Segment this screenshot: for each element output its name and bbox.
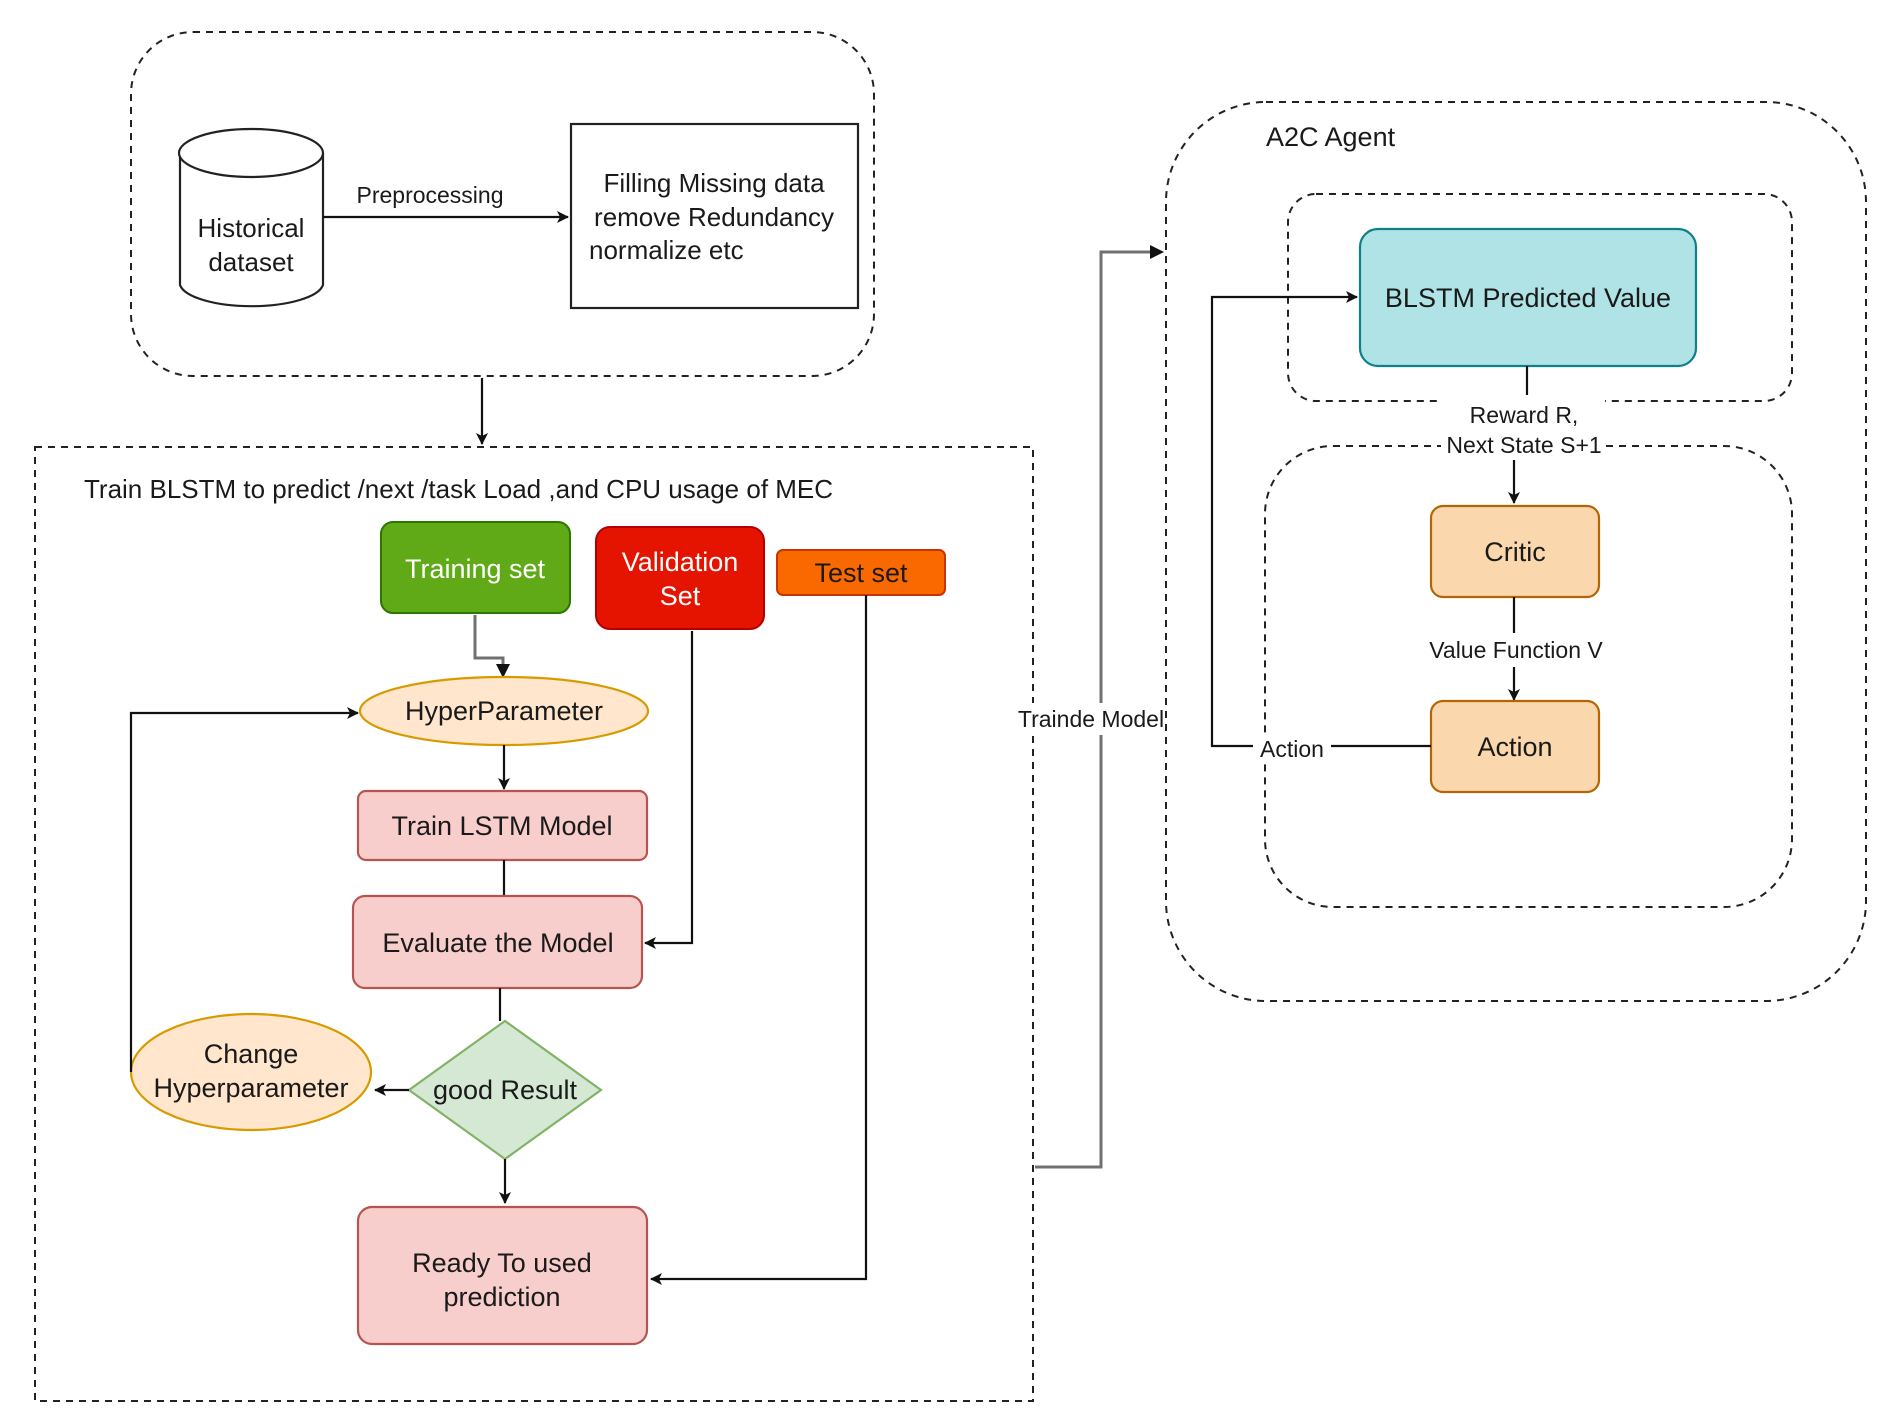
change-to-hyperparameter-loop-edge: [129, 707, 359, 1072]
predicted-value-label: BLSTM Predicted Value: [1385, 283, 1671, 313]
train-lstm-model-box: Train LSTM Model: [356, 789, 649, 862]
trained-model-label: Trainde Model: [1018, 706, 1164, 732]
change-label-line1: Change: [204, 1039, 299, 1069]
blstm-predicted-value-box: BLSTM Predicted Value: [1358, 227, 1698, 368]
preprocessing-group: [130, 31, 875, 377]
train-model-label: Train LSTM Model: [391, 811, 612, 841]
hyperparameter-label: HyperParameter: [405, 696, 603, 726]
cleaning-process-box: Filling Missing data remove Redundancy n…: [569, 122, 860, 310]
process-label-line1: Filling Missing data: [603, 168, 825, 198]
evaluate-model-box: Evaluate the Model: [351, 894, 644, 990]
action-box: Action: [1429, 699, 1601, 794]
preprocessing-edge-label: Preprocessing: [356, 182, 503, 208]
test-to-ready-edge: [650, 595, 868, 1285]
training-group: [34, 446, 1034, 1402]
training-group-title: Train BLSTM to predict /next /task Load …: [84, 474, 833, 504]
critic-label: Critic: [1484, 537, 1546, 567]
validation-to-evaluate-edge: [644, 631, 694, 949]
ready-label-line2: prediction: [443, 1282, 560, 1312]
evaluate-model-label: Evaluate the Model: [382, 928, 613, 958]
training-set-label: Training set: [405, 554, 546, 584]
ready-prediction-box: Ready To used prediction: [356, 1205, 649, 1346]
value-function-label: Value Function V: [1429, 637, 1603, 663]
process-label-line2: remove Redundancy: [594, 202, 834, 232]
ready-label-line1: Ready To used: [412, 1248, 592, 1278]
validation-set-label-line2: Set: [660, 581, 701, 611]
action-label: Action: [1477, 732, 1552, 762]
reward-label-line1: Reward R,: [1470, 402, 1579, 428]
process-label-line3: normalize etc: [589, 235, 744, 265]
critic-box: Critic: [1429, 504, 1601, 599]
test-set-label: Test set: [814, 558, 908, 588]
validation-set-box: Validation Set: [595, 526, 765, 630]
change-label-line2: Hyperparameter: [153, 1073, 348, 1103]
hyperparameter-ellipse: HyperParameter: [358, 675, 650, 747]
action-edge-label: Action: [1260, 736, 1324, 762]
agent-title: A2C Agent: [1266, 122, 1396, 152]
validation-set-label-line1: Validation: [622, 547, 739, 577]
reward-label-line2: Next State S+1: [1446, 432, 1601, 458]
datastore-label-line2: dataset: [208, 247, 294, 277]
change-hyperparameter-ellipse: Change Hyperparameter: [129, 1012, 373, 1132]
good-result-decision: good Result: [407, 1019, 603, 1161]
decision-label: good Result: [433, 1075, 578, 1105]
test-set-box: Test set: [776, 549, 946, 596]
historical-dataset-cylinder: Historical dataset: [177, 127, 325, 308]
datastore-label-line1: Historical: [198, 213, 305, 243]
training-set-box: Training set: [380, 521, 571, 614]
a2c-agent-group: [1165, 101, 1867, 1002]
training-set-to-hyperparameter-edge: [473, 615, 505, 672]
